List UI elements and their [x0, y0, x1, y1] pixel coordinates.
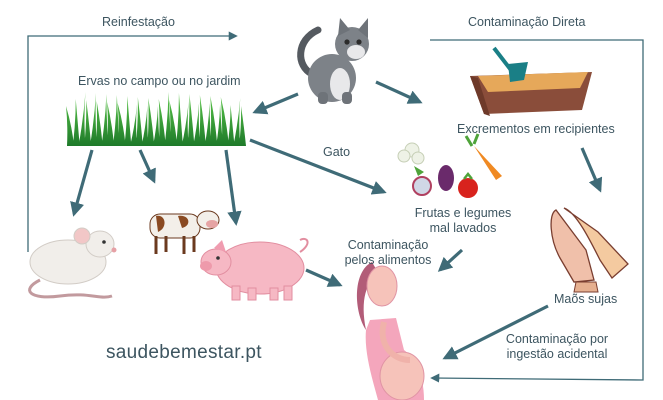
label-direct-contamination: Contaminação Direta	[468, 15, 586, 29]
label-fruits: Frutas e legumes mal lavados	[408, 206, 518, 236]
label-dirty-hands: Maõs sujas	[554, 292, 618, 306]
site-watermark: saudebemestar.pt	[106, 342, 262, 363]
pig-icon	[200, 238, 309, 301]
label-excrement: Excrementos em recipientes	[457, 122, 615, 136]
praying-hands-icon	[550, 207, 629, 293]
vegetables-icon	[397, 133, 502, 198]
cow-icon	[149, 210, 220, 254]
label-reinfestation: Reinfestação	[102, 15, 175, 29]
label-food-contamination-line1: Contaminação	[347, 238, 429, 252]
reinfestation-loop-line	[27, 31, 238, 252]
label-food-contamination-line2: pelos alimentos	[344, 253, 432, 267]
label-accidental-line1: Contaminação por	[505, 332, 609, 346]
arrow-cat-to-litter	[375, 80, 423, 104]
arrow-pig-to-woman	[305, 268, 343, 287]
arrow-litter-to-hands	[580, 147, 603, 193]
pregnant-woman-icon	[356, 262, 425, 400]
arrow-hands-to-woman	[442, 304, 549, 360]
arrow-grass-to-vegetables	[249, 138, 387, 195]
arrow-grass-to-mouse	[70, 149, 94, 217]
arrow-grass-to-pig	[224, 149, 242, 226]
cat-icon	[297, 18, 369, 104]
label-herbs: Ervas no campo ou no jardim	[78, 74, 241, 88]
label-fruits-line1: Frutas e legumes	[414, 206, 512, 220]
direct-contamination-loop-line	[430, 39, 644, 383]
arrow-vegetables-to-woman	[437, 248, 464, 272]
arrow-cat-to-grass	[252, 92, 299, 115]
label-food-contamination: Contaminação pelos alimentos	[336, 238, 440, 268]
label-accidental-line2: ingestão acidental	[506, 347, 608, 361]
litter-box-icon	[470, 46, 592, 116]
grass-icon	[66, 92, 246, 146]
label-fruits-line2: mal lavados	[429, 221, 497, 235]
label-accidental-ingestion: Contaminação por ingestão acidental	[498, 332, 616, 362]
mouse-icon	[28, 227, 117, 299]
label-cat-path: Gato	[323, 145, 351, 159]
arrow-grass-to-cow	[138, 149, 156, 184]
